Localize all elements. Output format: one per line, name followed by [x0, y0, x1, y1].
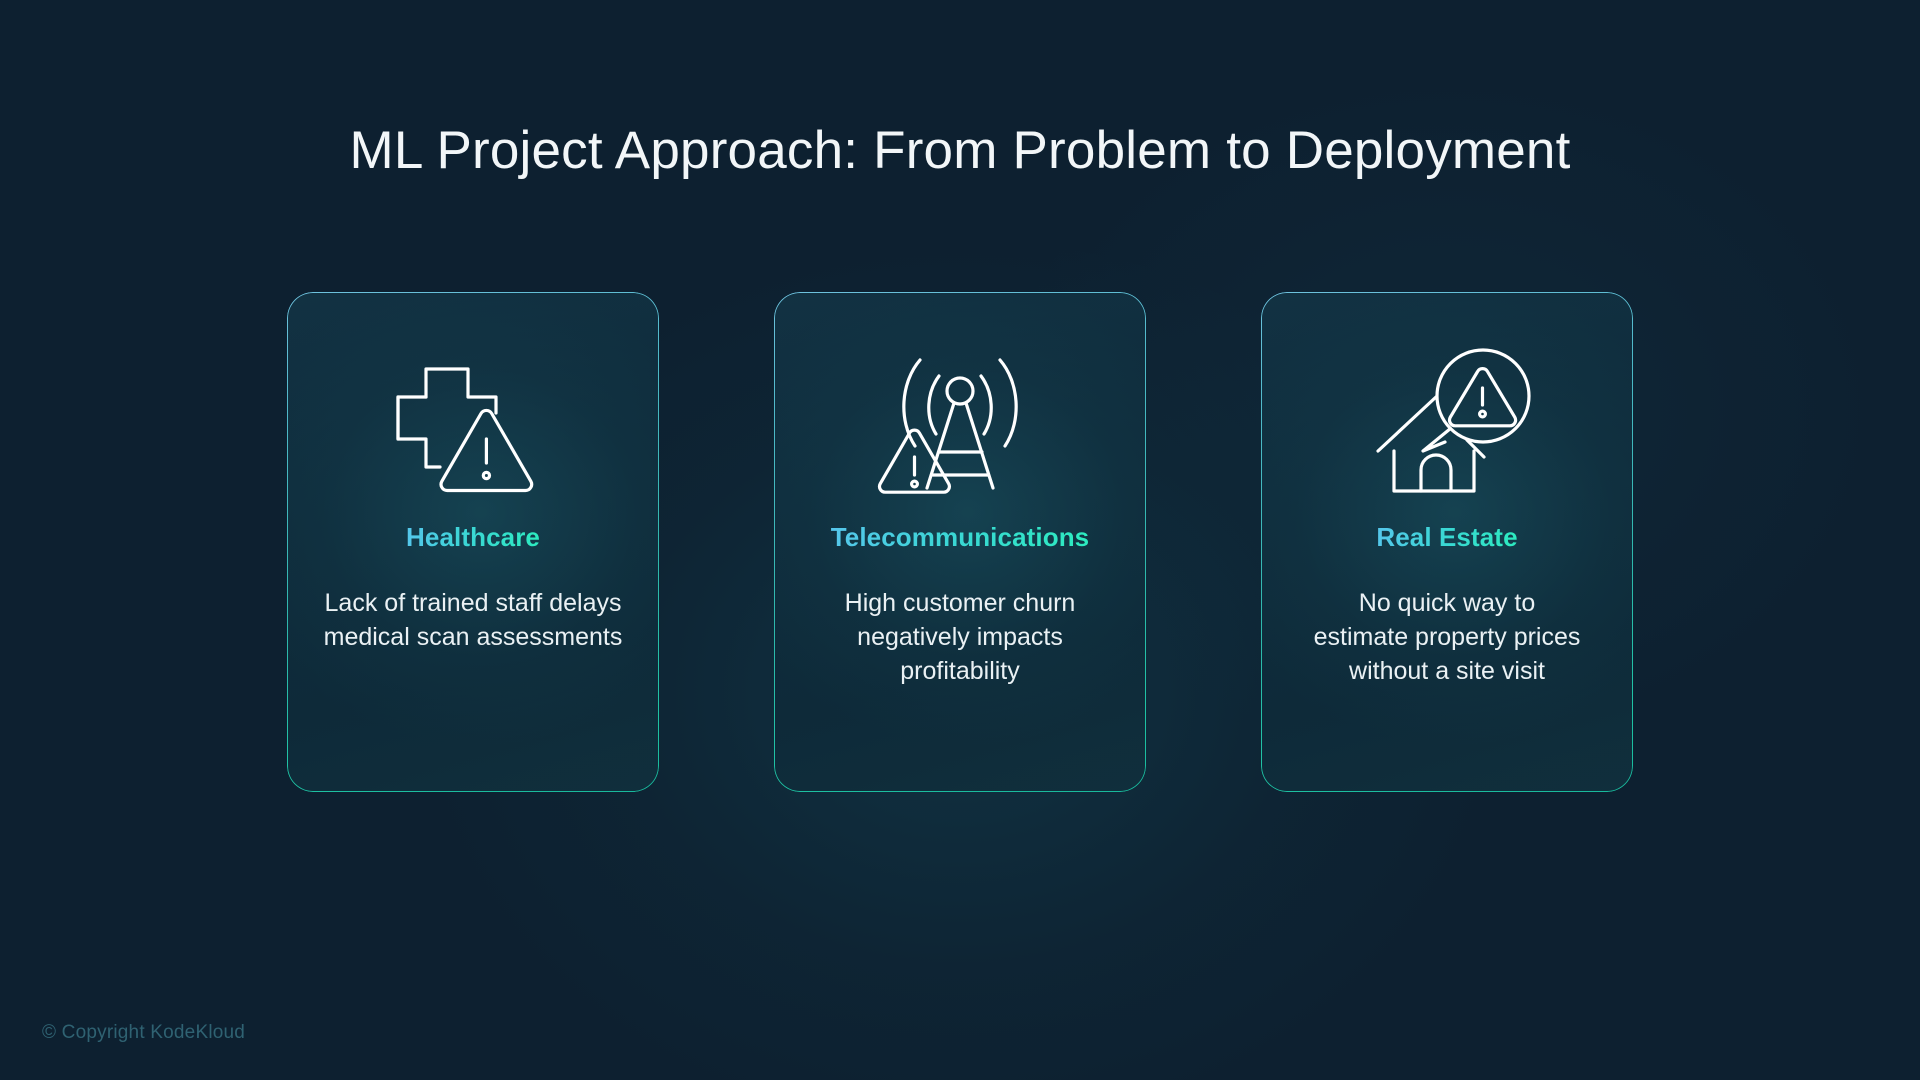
industry-card-real-estate[interactable]: Real Estate No quick way to estimate pro… [1261, 292, 1633, 792]
card-body-real-estate: No quick way to estimate property prices… [1313, 589, 1581, 685]
card-title-telecommunications: Telecommunications [830, 522, 1090, 552]
industry-card-telecommunications[interactable]: Telecommunications High customer churn n… [774, 292, 1146, 792]
page-title: ML Project Approach: From Problem to Dep… [349, 120, 1571, 180]
card-title-healthcare: Healthcare [406, 522, 540, 552]
card-title-real-estate: Real Estate [1376, 522, 1518, 552]
house-warning-bubble-icon [1352, 338, 1542, 508]
industry-cards-row: Healthcare Lack of trained staff delays … [0, 292, 1920, 792]
medical-cross-warning-icon [378, 338, 568, 508]
footer-copyright: © Copyright KodeKloud [42, 1022, 246, 1043]
cell-tower-warning-icon [865, 338, 1055, 508]
card-body-healthcare: Lack of trained staff delays medical sca… [323, 589, 623, 651]
card-body-telecommunications: High customer churn negatively impacts p… [844, 589, 1076, 685]
industry-card-healthcare[interactable]: Healthcare Lack of trained staff delays … [287, 292, 659, 792]
